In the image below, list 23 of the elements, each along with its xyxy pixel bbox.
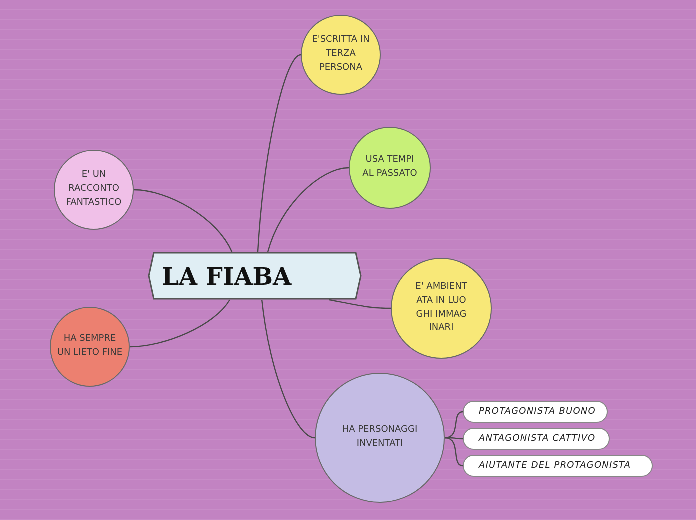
connector-line [257, 54, 302, 252]
topic-text: E' UN RACCONTO FANTASTICO [65, 169, 123, 210]
topic-text: HA SEMPRE UN LIETO FINE [57, 333, 123, 360]
topic-text: AIUTANTE DEL PROTAGONISTA [479, 461, 632, 471]
subtopic-pill [463, 455, 653, 477]
connector-line [261, 300, 316, 439]
connector-line [130, 300, 230, 348]
title-banner [148, 252, 362, 300]
topic-text: USA TEMPI AL PASSATO [362, 154, 418, 181]
topic-text: ANTAGONISTA CATTIVO [479, 434, 596, 444]
connector-line [444, 411, 464, 439]
connector-line [445, 437, 463, 440]
topic-text: HA PERSONAGGI INVENTATI [341, 424, 419, 451]
topic-text: E'SCRITTA IN TERZA PERSONA [312, 34, 370, 75]
topic-text: E' AMBIENTATA IN LUOGHI IMMAGINARI [416, 280, 468, 336]
subtopic-pill [463, 428, 610, 450]
connector-line [267, 167, 350, 252]
connector-line [444, 437, 464, 467]
topic-text: PROTAGONISTA BUONO [479, 407, 596, 417]
connector-line [134, 189, 233, 252]
title-text: LA FIABA [162, 262, 292, 290]
connector-line [329, 299, 391, 310]
subtopic-pill [463, 401, 608, 423]
